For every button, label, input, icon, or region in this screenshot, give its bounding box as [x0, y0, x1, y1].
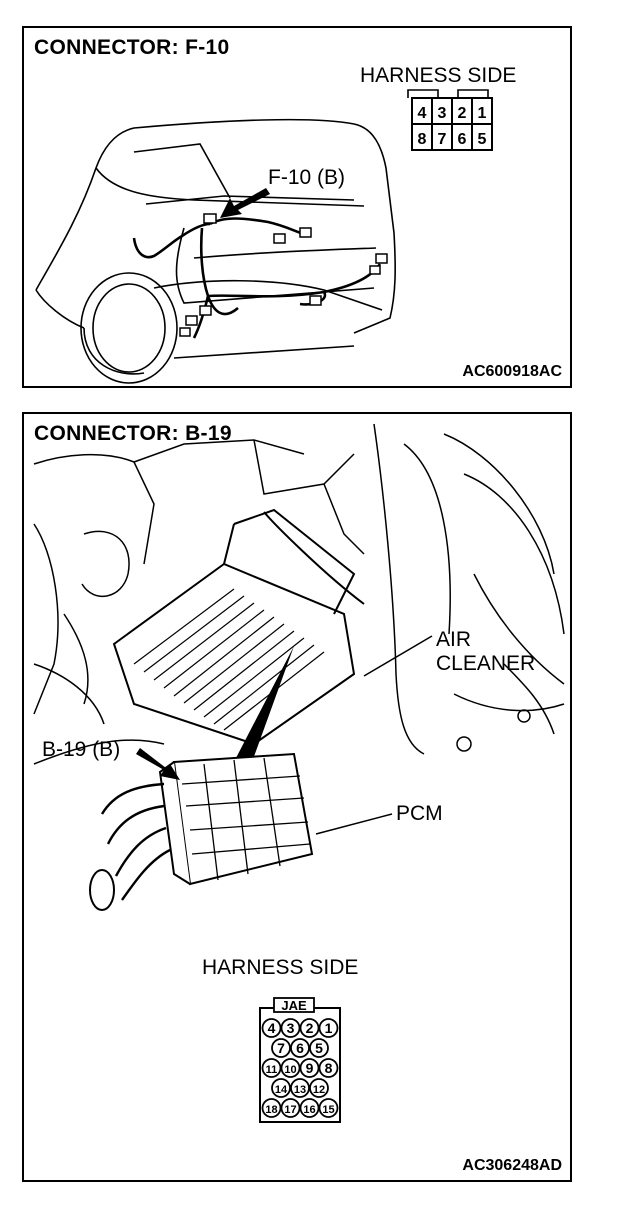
b19-pin-circle — [271, 1078, 291, 1098]
f10-connector-face: 4 3 2 1 8 7 6 5 — [407, 89, 493, 151]
f10-pin: 3 — [438, 105, 447, 122]
connector-b19-title: CONNECTOR: B-19 — [34, 422, 232, 445]
b19-pin-circle — [299, 1058, 320, 1078]
b19-pin-number: 5 — [315, 1040, 323, 1056]
b19-pin-number: 7 — [277, 1040, 285, 1056]
b19-pin-number: 12 — [313, 1084, 325, 1096]
f10-vehicle-illustration: 4 3 2 1 8 7 6 5 — [35, 89, 493, 384]
b19-pin-circle — [261, 1098, 282, 1118]
b19-pin-number: 16 — [303, 1104, 315, 1116]
b19-figure-code: AC306248AD — [462, 1157, 562, 1174]
connector-f10-panel: CONNECTOR: F-10 HARNESS SIDE F-10 (B) AC… — [22, 26, 572, 388]
b19-pin-circle — [318, 1058, 339, 1078]
b19-pin-circle — [290, 1038, 310, 1058]
b19-pin-circle — [280, 1018, 301, 1038]
b19-callout-label: B-19 (B) — [42, 738, 121, 761]
f10-callout-label: F-10 (B) — [268, 166, 346, 189]
b19-pin-circle — [299, 1098, 320, 1118]
f10-pin: 8 — [418, 131, 427, 148]
f10-harness-side-label: HARNESS SIDE — [360, 64, 517, 87]
b19-pin-circle — [280, 1058, 301, 1078]
f10-figure-code: AC600918AC — [462, 363, 562, 380]
b19-jae-tag: JAE — [281, 998, 307, 1013]
b19-pin-circle — [299, 1018, 320, 1038]
b19-pin-circle — [309, 1038, 329, 1058]
b19-pin-circle — [318, 1098, 339, 1118]
f10-pin: 6 — [458, 131, 467, 148]
b19-pin-number: 8 — [325, 1060, 333, 1076]
f10-pin: 5 — [478, 131, 487, 148]
b19-pin-circle — [261, 1018, 282, 1038]
b19-pin-circle — [271, 1038, 291, 1058]
f10-pointer-arrow — [220, 188, 270, 218]
b19-pin-number: 6 — [296, 1040, 304, 1056]
b19-pin-number: 9 — [306, 1060, 314, 1076]
f10-pin: 2 — [458, 105, 467, 122]
b19-pin-number: 1 — [325, 1020, 333, 1036]
pcm-label: PCM — [396, 802, 443, 825]
b19-pin-number: 13 — [294, 1084, 306, 1096]
b19-pin-number: 3 — [287, 1020, 295, 1036]
f10-pin: 1 — [478, 105, 487, 122]
air-cleaner-label-line1: AIR — [436, 628, 472, 651]
f10-pin: 4 — [418, 105, 427, 122]
f10-pin: 7 — [438, 131, 447, 148]
b19-pin-number: 15 — [322, 1104, 334, 1116]
air-cleaner-label-line2: CLEANER — [436, 652, 536, 675]
b19-pin-circle — [318, 1018, 339, 1038]
pcm-module-drawing — [89, 752, 314, 911]
b19-pointer-arrow — [136, 748, 180, 780]
b19-pin-circle — [309, 1078, 329, 1098]
b19-pin-number: 18 — [265, 1104, 277, 1116]
b19-pin-number: 17 — [284, 1104, 296, 1116]
b19-harness-side-label: HARNESS SIDE — [202, 956, 359, 979]
b19-pin-number: 11 — [266, 1064, 278, 1076]
b19-pin-number: 4 — [268, 1020, 276, 1036]
b19-pin-number: 10 — [284, 1064, 296, 1076]
b19-pin-circle — [261, 1058, 282, 1078]
b19-pin-circle — [290, 1078, 310, 1098]
b19-pin-number: 2 — [306, 1020, 314, 1036]
b19-pin-number: 14 — [275, 1084, 288, 1096]
connector-f10-title: CONNECTOR: F-10 — [34, 36, 230, 59]
b19-pin-circle — [280, 1098, 301, 1118]
